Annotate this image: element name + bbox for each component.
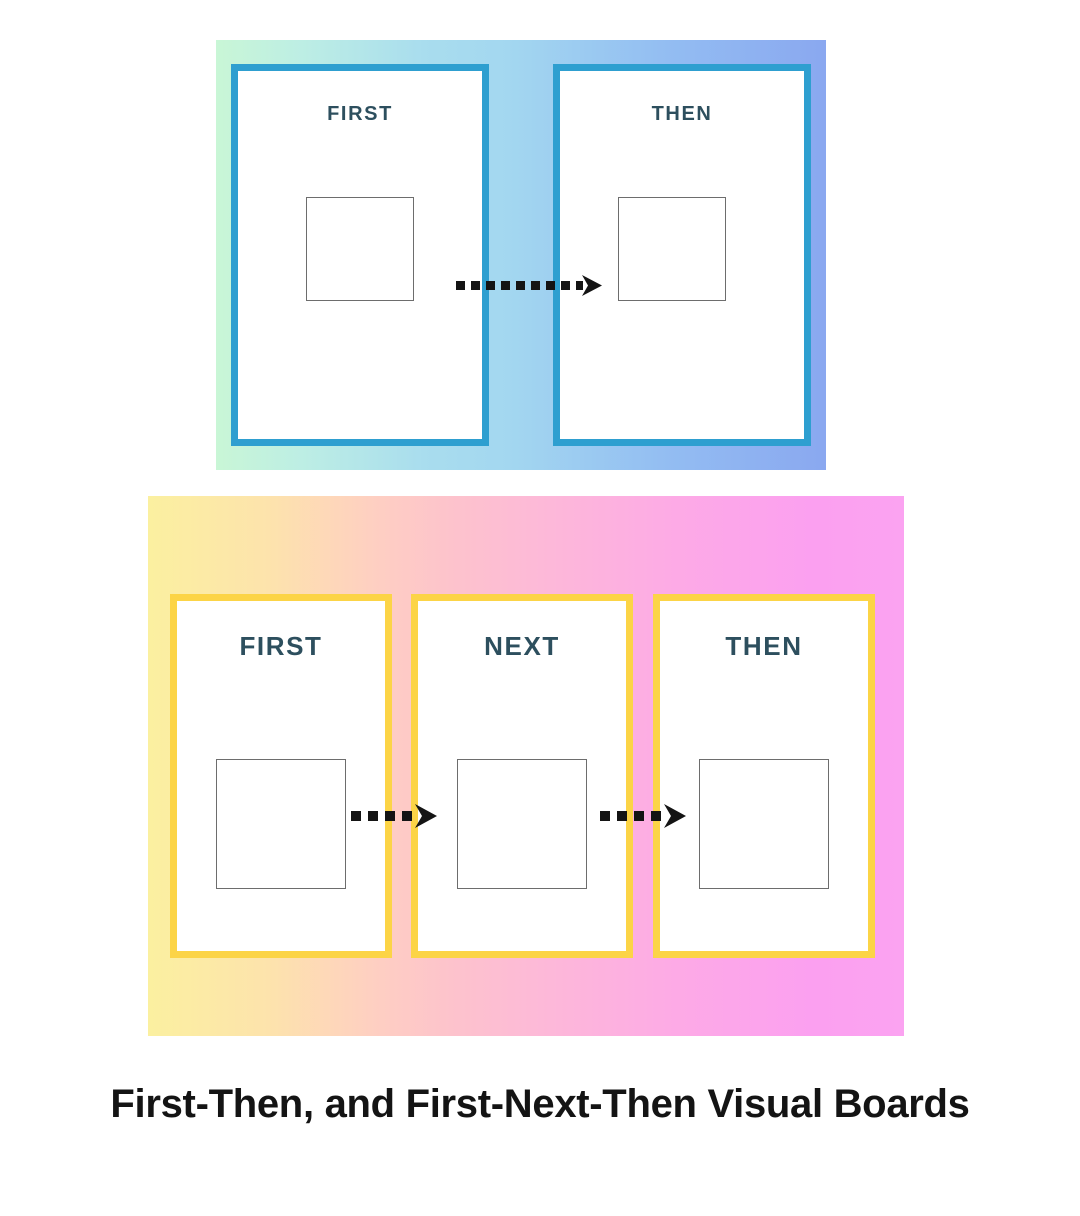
arrow-first-to-then — [456, 272, 602, 298]
card-label-then: THEN — [651, 103, 713, 125]
first-next-then-card-next[interactable]: NEXT — [411, 594, 633, 958]
first-next-then-card-first[interactable]: FIRST — [170, 594, 392, 958]
dotted-arrow-right-icon — [351, 804, 437, 828]
first-next-then-board: FIRST NEXT THEN — [148, 496, 904, 1036]
page-caption: First-Then, and First-Next-Then Visual B… — [110, 1082, 970, 1126]
card-label-next: NEXT — [484, 631, 560, 661]
card-label-then: THEN — [725, 631, 803, 661]
dotted-arrow-right-icon — [456, 275, 602, 296]
first-then-card-first[interactable]: FIRST — [231, 64, 489, 446]
picture-slot-then[interactable] — [618, 197, 727, 301]
picture-slot-first[interactable] — [216, 759, 346, 889]
dotted-arrow-right-icon — [600, 804, 686, 828]
card-label-first: FIRST — [239, 631, 323, 661]
first-then-card-then[interactable]: THEN — [553, 64, 811, 446]
picture-slot-then[interactable] — [699, 759, 829, 889]
arrow-next-to-then — [600, 802, 686, 828]
picture-slot-first[interactable] — [306, 197, 414, 301]
first-next-then-card-then[interactable]: THEN — [653, 594, 875, 958]
first-then-board: FIRST THEN — [216, 40, 826, 470]
card-label-first: FIRST — [327, 103, 393, 125]
picture-slot-next[interactable] — [457, 759, 587, 889]
arrow-first-to-next — [351, 802, 437, 828]
